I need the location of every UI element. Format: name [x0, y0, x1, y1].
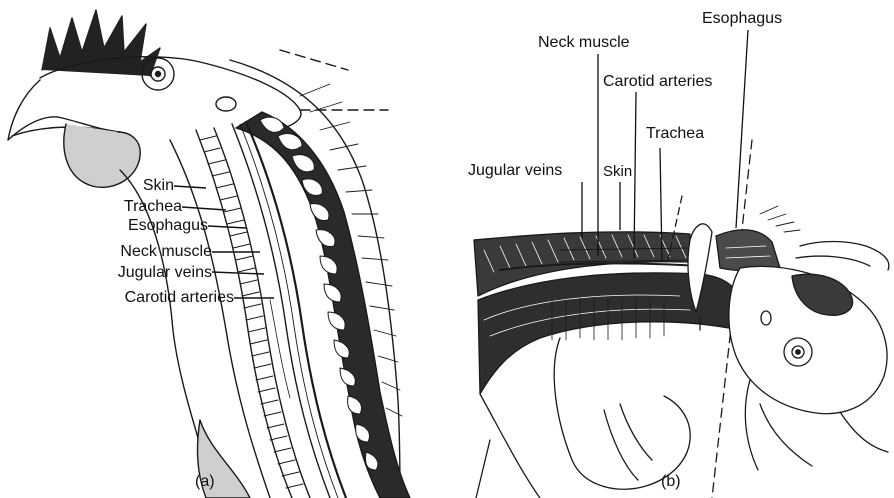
label-jugular-veins-b: Jugular veins — [468, 162, 562, 180]
label-trachea-b: Trachea — [646, 125, 704, 143]
leader-esophagus-b — [736, 30, 748, 228]
caption-b: (b) — [661, 473, 681, 491]
leader-carotid-arteries-b — [634, 92, 636, 258]
label-neck-muscle-b: Neck muscle — [538, 34, 630, 52]
caption-a: (a) — [195, 473, 215, 491]
label-esophagus-b: Esophagus — [702, 10, 782, 28]
label-skin-b: Skin — [603, 163, 632, 181]
leader-trachea-b — [660, 148, 662, 262]
label-carotid-arteries-b: Carotid arteries — [603, 73, 712, 91]
